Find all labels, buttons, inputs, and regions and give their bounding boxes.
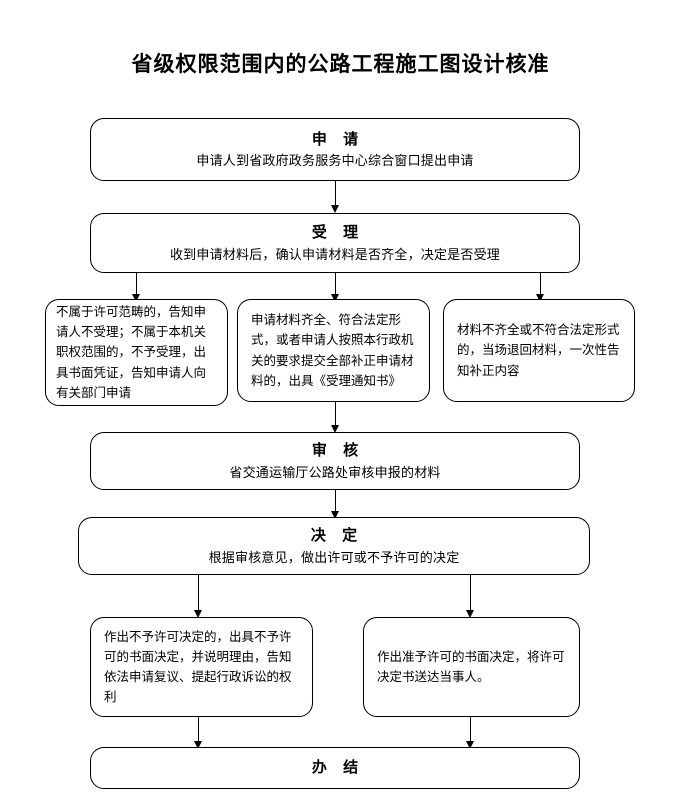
node-apply-subtext: 申请人到省政府政务服务中心综合窗口提出申请: [196, 153, 474, 168]
node-review-heading: 审 核: [311, 442, 365, 459]
arrowhead-decision-to-approve: [466, 610, 474, 618]
connector-approve-to-finish: [470, 717, 471, 744]
node-accept: 受 理 收到申请材料后，确认申请材料是否齐全，决定是否受理: [90, 213, 580, 273]
arrowhead-refuse-to-finish: [194, 741, 202, 749]
connector-accept-to-branch-middle: [335, 273, 336, 296]
node-branch-right: 材料不齐全或不符合法定形式的，当场退回材料，一次性告知补正内容: [443, 299, 635, 402]
node-review: 审 核 省交通运输厅公路处审核申报的材料: [90, 432, 580, 490]
node-branch-middle: 申请材料齐全、符合法定形式，或者申请人按照本行政机关的要求提交全部补正申请材料的…: [237, 299, 430, 402]
node-decision-heading: 决 定: [310, 527, 364, 544]
node-branch-left: 不属于许可范畴的，告知申请人不受理；不属于本机关职权范围的，不予受理，出具书面凭…: [45, 299, 228, 406]
arrowhead-accept-to-branch-middle: [331, 294, 339, 302]
connector-apply-to-accept: [335, 181, 336, 207]
arrowhead-decision-to-refuse: [194, 610, 202, 618]
connector-decision-to-refuse: [198, 575, 199, 613]
node-decision-subtext: 根据审核意见，做出许可或不予许可的决定: [208, 549, 460, 565]
arrowhead-approve-to-finish: [466, 741, 474, 749]
connector-refuse-to-finish: [198, 717, 199, 744]
arrowhead-branch-middle-to-review: [331, 425, 339, 433]
connector-decision-to-approve: [470, 575, 471, 613]
node-apply-heading: 申 请: [311, 130, 365, 148]
node-outcome-approve-text: 作出准予许可的书面决定，将许可决定书送达当事人。: [377, 649, 565, 684]
connector-accept-to-branch-left: [136, 273, 137, 296]
node-outcome-approve: 作出准予许可的书面决定，将许可决定书送达当事人。: [363, 617, 580, 717]
node-outcome-refuse-text: 作出不予许可决定的，出具不予许可的书面决定，并说明理由，告知依法申请复议、提起行…: [104, 629, 292, 705]
arrowhead-accept-to-branch-right: [536, 294, 544, 302]
connector-review-to-decision: [335, 490, 336, 514]
connector-accept-to-branch-right: [540, 273, 541, 296]
node-branch-left-text: 不属于许可范畴的，告知申请人不受理；不属于本机关职权范围的，不予受理，出具书面凭…: [56, 304, 207, 400]
node-finish-heading: 办 结: [311, 758, 365, 776]
page-title: 省级权限范围内的公路工程施工图设计核准: [131, 53, 550, 76]
node-finish: 办 结: [90, 747, 580, 789]
node-accept-subtext: 收到申请材料后，确认申请材料是否齐全，决定是否受理: [169, 246, 500, 262]
node-accept-heading: 受 理: [311, 224, 365, 241]
node-apply: 申 请 申请人到省政府政务服务中心综合窗口提出申请: [90, 118, 580, 181]
connector-branch-middle-to-review: [335, 402, 336, 428]
node-review-subtext: 省交通运输厅公路处审核申报的材料: [229, 464, 441, 480]
node-branch-right-text: 材料不齐全或不符合法定形式的，当场退回材料，一次性告知补正内容: [457, 323, 620, 378]
arrowhead-accept-to-branch-left: [132, 294, 140, 302]
node-decision: 决 定 根据审核意见，做出许可或不予许可的决定: [78, 517, 590, 575]
node-branch-middle-text: 申请材料齐全、符合法定形式，或者申请人按照本行政机关的要求提交全部补正申请材料的…: [251, 313, 414, 388]
node-outcome-refuse: 作出不予许可决定的，出具不予许可的书面决定，并说明理由，告知依法申请复议、提起行…: [90, 617, 313, 717]
arrowhead-review-to-decision: [331, 511, 339, 519]
arrowhead-apply-to-accept: [331, 205, 339, 213]
